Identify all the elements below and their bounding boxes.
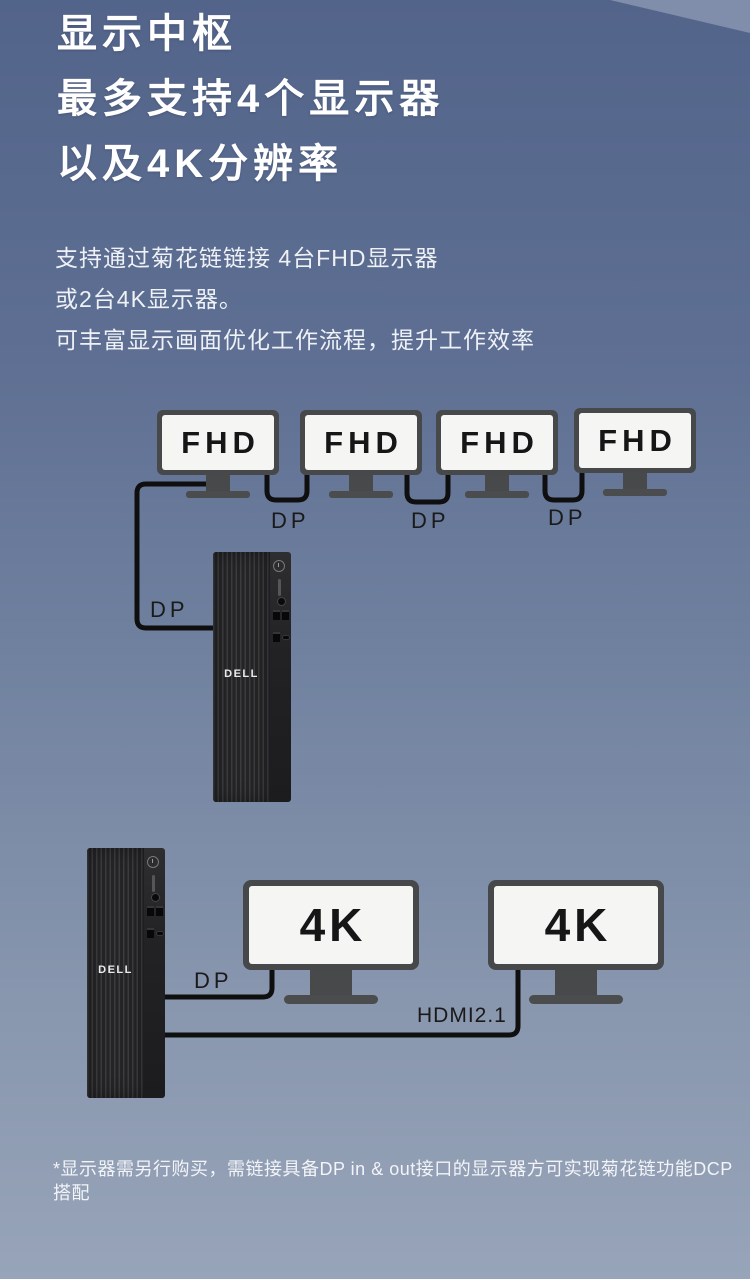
monitor-resolution-label: FHD (181, 424, 260, 460)
tower-port-panel (144, 848, 165, 1098)
monitor-resolution-label: 4K (299, 899, 367, 951)
fhd-monitor-4: FHD (574, 408, 696, 496)
title-line-1: 显示中枢 (57, 12, 237, 56)
monitor-resolution-label: FHD (324, 424, 403, 460)
dp-cable-label: DP (150, 597, 189, 622)
monitor-stand-base (603, 489, 667, 496)
fhd-monitor-2: FHD (300, 410, 422, 498)
monitor-screen: FHD (162, 415, 274, 470)
dp-cable-pc2-to-4k-monitor1 (160, 962, 275, 1000)
power-button-icon (147, 856, 159, 868)
monitor-stand-neck (349, 475, 373, 492)
dp-cable-label: DP (194, 968, 233, 993)
monitor-screen: FHD (305, 415, 417, 470)
subtitle: 支持通过菊花链链接 4台FHD显示器 或2台4K显示器。 可丰富显示画面优化工作… (55, 238, 535, 361)
monitor-stand-base (529, 995, 623, 1004)
monitor-resolution-label: FHD (460, 424, 539, 460)
usb-port (147, 928, 154, 938)
monitor-stand-neck (206, 475, 230, 492)
footnote: *显示器需另行购买，需链接具备DP in & out接口的显示器方可实现菊花链功… (53, 1159, 733, 1203)
title-line-3: 以及4K分辨率 (57, 142, 344, 186)
headphone-jack (277, 597, 286, 606)
monitor-resolution-label: FHD (598, 422, 677, 458)
dell-tower-pc-1: DELL (213, 552, 291, 802)
sd-card-slot (152, 875, 155, 892)
fhd-monitor-1: FHD (157, 410, 279, 498)
usb-port (273, 610, 280, 620)
title-line-2: 最多支持4个显示器 (57, 77, 445, 121)
uhd-monitor-2: 4K (488, 880, 664, 1004)
dp-cable-monitor1-to-monitor2 (264, 466, 310, 503)
monitor-stand-neck (485, 475, 509, 492)
usb-port (282, 610, 289, 620)
monitor-bezel: 4K (488, 880, 664, 970)
usb-port (147, 906, 154, 916)
hdmi-cable-pc2-to-4k-monitor2 (160, 964, 521, 1038)
monitor-bezel: FHD (436, 410, 558, 475)
usb-port (273, 632, 280, 642)
sd-card-slot (278, 579, 281, 596)
dp-cable-monitor2-to-monitor3 (404, 466, 451, 505)
dp-cable-label: DP (271, 508, 310, 533)
subtitle-line-1: 支持通过菊花链链接 4台FHD显示器 (55, 245, 439, 271)
dp-cable-monitor3-to-monitor4 (542, 466, 585, 503)
usb-c-port (156, 931, 164, 936)
monitor-resolution-label: 4K (544, 899, 612, 951)
monitor-stand-base (329, 491, 393, 498)
dell-tower-pc-2: DELL (87, 848, 165, 1098)
hdmi-cable-label: HDMI2.1 (417, 1004, 507, 1027)
headphone-jack (151, 893, 160, 902)
uhd-monitor-1: 4K (243, 880, 419, 1004)
monitor-screen: 4K (494, 886, 658, 964)
dell-logo: DELL (224, 668, 259, 680)
tower-front-ribs (87, 848, 144, 1098)
monitor-stand-neck (555, 970, 597, 996)
monitor-screen: 4K (249, 886, 413, 964)
monitor-stand-base (465, 491, 529, 498)
monitor-bezel: FHD (157, 410, 279, 475)
monitor-stand-base (186, 491, 250, 498)
usb-c-port (282, 635, 290, 640)
monitor-bezel: 4K (243, 880, 419, 970)
monitor-screen: FHD (579, 413, 691, 468)
monitor-bezel: FHD (300, 410, 422, 475)
power-button-icon (273, 560, 285, 572)
dp-cable-label: DP (411, 508, 450, 533)
tower-front-ribs (213, 552, 270, 802)
page-title: 显示中枢 最多支持4个显示器 以及4K分辨率 (57, 2, 444, 197)
dp-cable-label: DP (548, 505, 587, 530)
dp-cable-pc-to-monitor1 (134, 481, 216, 631)
monitor-bezel: FHD (574, 408, 696, 473)
subtitle-line-2: 或2台4K显示器。 (55, 286, 243, 312)
tower-port-panel (270, 552, 291, 802)
monitor-stand-neck (310, 970, 352, 996)
monitor-stand-neck (623, 473, 647, 490)
dell-logo: DELL (98, 964, 133, 976)
usb-port (156, 906, 163, 916)
subtitle-line-3: 可丰富显示画面优化工作流程，提升工作效率 (55, 327, 535, 353)
monitor-screen: FHD (441, 415, 553, 470)
fhd-monitor-3: FHD (436, 410, 558, 498)
monitor-stand-base (284, 995, 378, 1004)
